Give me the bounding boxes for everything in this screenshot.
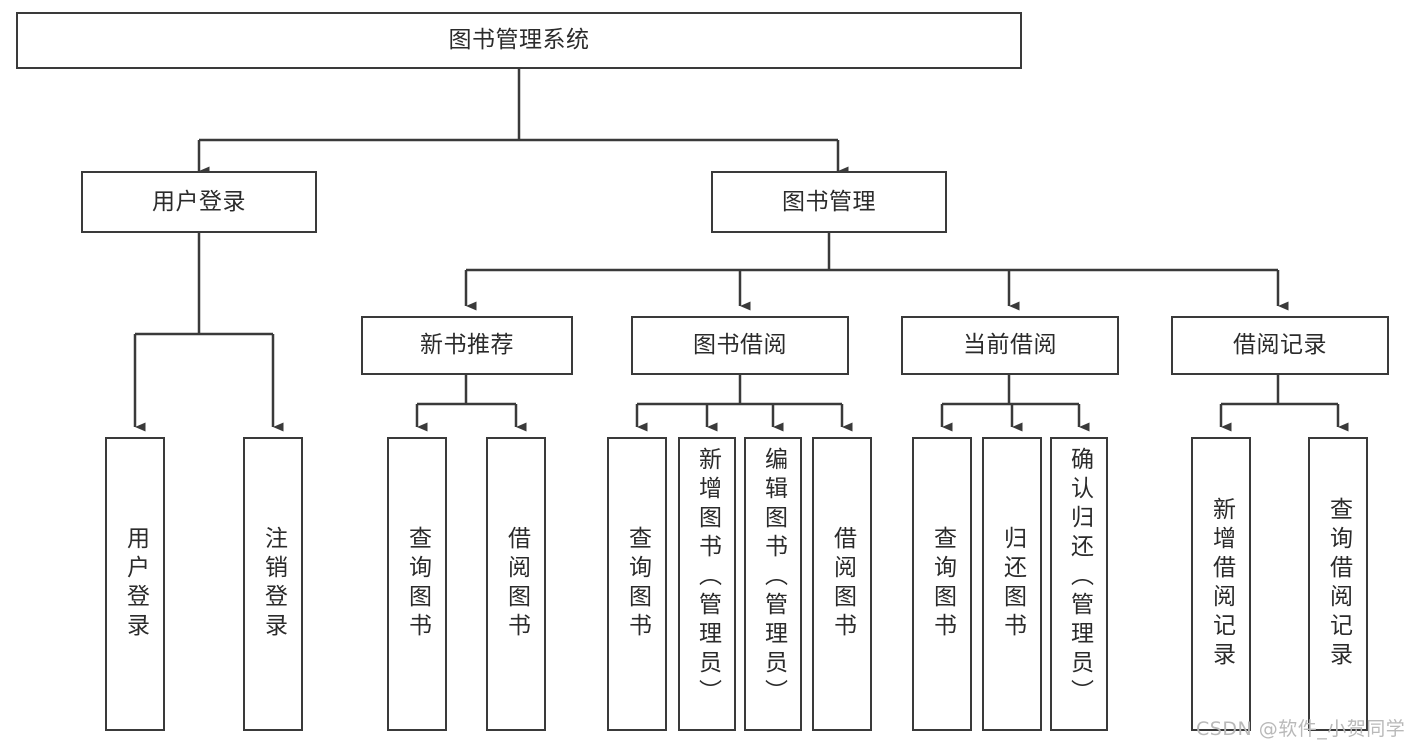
connector-userlogin-to-leaves xyxy=(133,233,284,432)
node-leaf-logout[interactable]: 注销登录 xyxy=(243,437,303,731)
node-leaf-query-book-recommend-label: 查询图书 xyxy=(404,526,431,642)
node-user-login-label: 用户登录 xyxy=(152,188,246,215)
node-new-book-recommend-label: 新书推荐 xyxy=(420,332,514,359)
node-leaf-query-borrow-record[interactable]: 查询借阅记录 xyxy=(1308,437,1368,731)
node-leaf-add-borrow-record[interactable]: 新增借阅记录 xyxy=(1191,437,1251,731)
node-leaf-query-book-recommend[interactable]: 查询图书 xyxy=(387,437,447,731)
node-user-login[interactable]: 用户登录 xyxy=(81,171,317,233)
node-leaf-user-login[interactable]: 用户登录 xyxy=(105,437,165,731)
node-leaf-edit-book[interactable]: 编辑图书（管理员） xyxy=(744,437,802,731)
node-leaf-borrow-book[interactable]: 借阅图书 xyxy=(812,437,872,731)
node-leaf-add-borrow-record-label: 新增借阅记录 xyxy=(1208,497,1235,671)
node-borrow-records-label: 借阅记录 xyxy=(1233,332,1327,359)
node-leaf-borrow-book-recommend[interactable]: 借阅图书 xyxy=(486,437,546,731)
connector-borrowrecords-to-leaves xyxy=(1219,375,1349,432)
node-book-borrow-label: 图书借阅 xyxy=(693,332,787,359)
node-leaf-logout-label: 注销登录 xyxy=(260,526,287,642)
node-leaf-query-book-current[interactable]: 查询图书 xyxy=(912,437,972,731)
node-current-borrow-label: 当前借阅 xyxy=(963,332,1057,359)
node-leaf-borrow-book-label: 借阅图书 xyxy=(829,526,856,642)
node-book-management-label: 图书管理 xyxy=(782,188,876,215)
node-leaf-user-login-label: 用户登录 xyxy=(122,526,149,642)
connector-bookmgmt-to-level3 xyxy=(464,233,1289,311)
node-current-borrow[interactable]: 当前借阅 xyxy=(901,316,1119,375)
connector-bookborrow-to-leaves xyxy=(635,375,853,432)
csdn-watermark: CSDN @软件_小贺同学 xyxy=(1196,718,1405,740)
node-leaf-add-book-label: 新增图书（管理员） xyxy=(694,447,721,708)
node-leaf-return-book[interactable]: 归还图书 xyxy=(982,437,1042,731)
node-leaf-return-book-label: 归还图书 xyxy=(999,526,1026,642)
node-leaf-query-book-current-label: 查询图书 xyxy=(929,526,956,642)
node-leaf-query-book-borrow-label: 查询图书 xyxy=(624,526,651,642)
node-leaf-query-book-borrow[interactable]: 查询图书 xyxy=(607,437,667,731)
node-leaf-query-borrow-record-label: 查询借阅记录 xyxy=(1325,497,1352,671)
node-leaf-edit-book-label: 编辑图书（管理员） xyxy=(760,447,787,708)
node-book-management[interactable]: 图书管理 xyxy=(711,171,947,233)
node-root-system[interactable]: 图书管理系统 xyxy=(16,12,1022,69)
node-leaf-confirm-return[interactable]: 确认归还（管理员） xyxy=(1050,437,1108,731)
connector-root-to-level2 xyxy=(197,69,849,176)
connector-currentborrow-to-leaves xyxy=(940,375,1090,432)
node-book-borrow[interactable]: 图书借阅 xyxy=(631,316,849,375)
node-new-book-recommend[interactable]: 新书推荐 xyxy=(361,316,573,375)
node-leaf-borrow-book-recommend-label: 借阅图书 xyxy=(503,526,530,642)
node-leaf-add-book[interactable]: 新增图书（管理员） xyxy=(678,437,736,731)
node-root-label: 图书管理系统 xyxy=(448,27,590,54)
node-leaf-confirm-return-label: 确认归还（管理员） xyxy=(1066,447,1093,708)
connector-newbook-to-leaves xyxy=(415,375,527,432)
node-borrow-records[interactable]: 借阅记录 xyxy=(1171,316,1389,375)
